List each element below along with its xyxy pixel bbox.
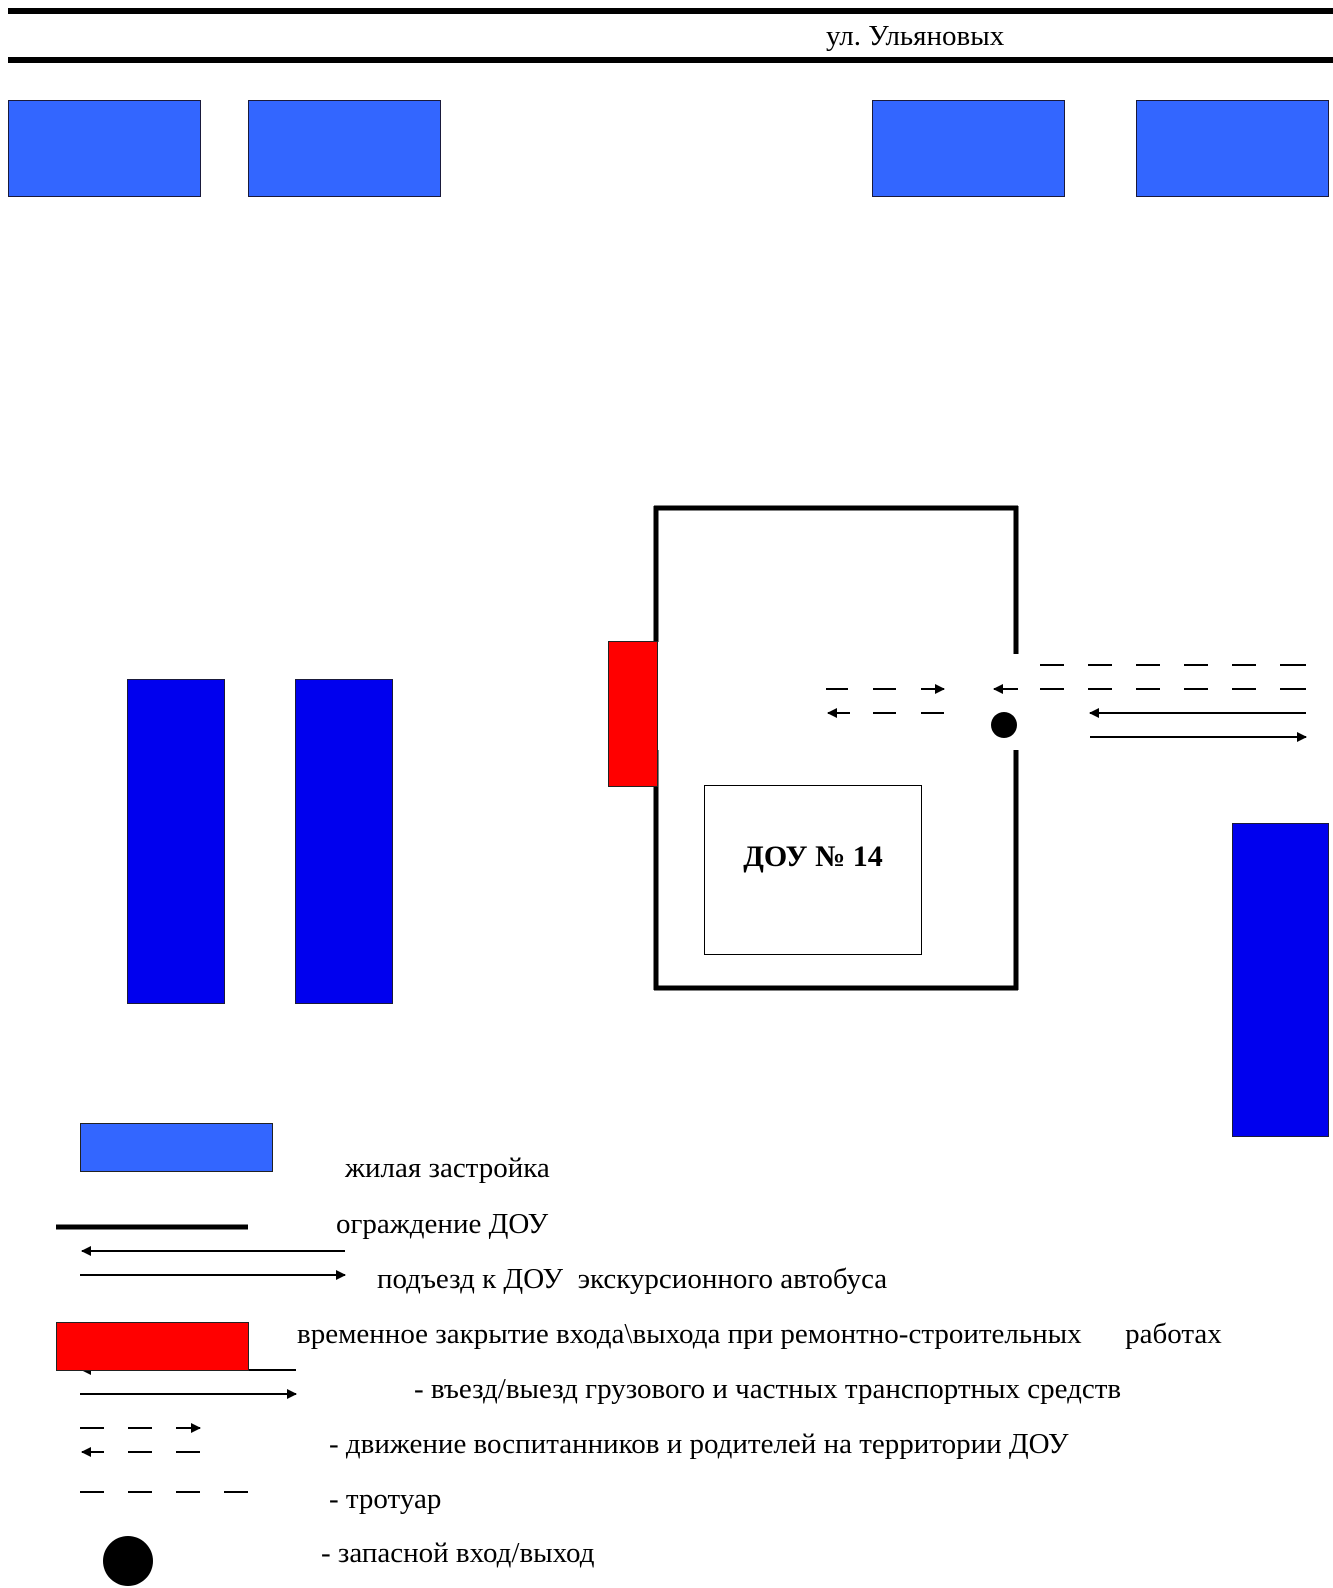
pedestrian-route (826, 684, 1018, 718)
legend-sidewalk-label: - тротуар (329, 1483, 442, 1515)
residential-building (872, 100, 1065, 197)
residential-building (127, 679, 225, 1004)
legend-pedestrian-label: - движение воспитанников и родителей на … (329, 1428, 1069, 1460)
legend-pedestrian-dashes (80, 1423, 201, 1457)
emergency-exit-marker (991, 712, 1017, 738)
legend-bus-access-label: подъезд к ДОУ экскурсионного автобуса (377, 1263, 888, 1295)
residential-building (8, 100, 201, 197)
vehicle-access-arrows (1089, 708, 1307, 742)
legend-emergency-exit-dot (103, 1536, 153, 1586)
sidewalk-dashes (1040, 664, 1306, 690)
residential-building (248, 100, 441, 197)
legend-vehicle-entry-label: - въезд/выезд грузового и частных трансп… (414, 1373, 1122, 1405)
street-bottom-line (8, 57, 1333, 63)
street-top-line (8, 8, 1333, 14)
legend-emergency-exit-label: - запасной вход/выход (321, 1537, 595, 1569)
legend-fence-label: ограждение ДОУ (336, 1208, 549, 1240)
dou-fence (653, 505, 1019, 991)
residential-building (1232, 823, 1329, 1137)
temp-closure-block (608, 641, 658, 787)
legend-temp-closure-label: временное закрытие входа\выхода при ремо… (297, 1318, 1222, 1350)
street-name: ул. Ульяновых (826, 20, 1005, 52)
residential-building (1136, 100, 1329, 197)
dou-building: ДОУ № 14 (704, 785, 922, 955)
legend-residential-label: жилая застройка (345, 1152, 550, 1184)
residential-building (295, 679, 393, 1004)
legend-temp-closure-swatch (56, 1322, 249, 1371)
legend-residential-swatch (80, 1123, 273, 1172)
dou-building-label: ДОУ № 14 (743, 840, 883, 873)
